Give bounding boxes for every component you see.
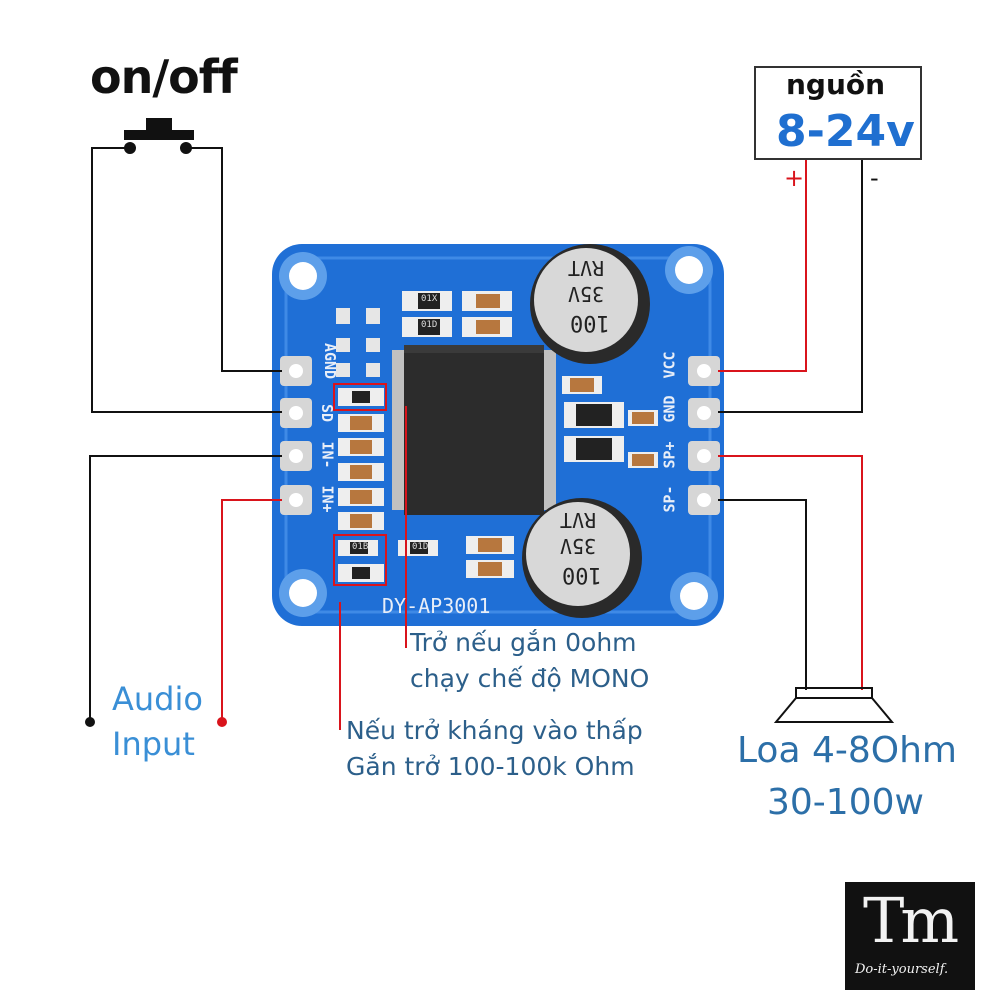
capacitor-bottom-voltage: 35V (560, 534, 597, 558)
mono-note-line2: chạy chế độ MONO (410, 664, 650, 693)
chip-mark: 01B (352, 542, 369, 552)
capacitor-bottom-brand: RVT (560, 508, 597, 532)
switch-label: on/off (90, 50, 238, 104)
capacitor-top-voltage: 35V (568, 282, 605, 306)
pin-label-gnd: GND (660, 395, 679, 423)
pin-label-sd: SD (318, 403, 337, 423)
pin-label-vcc: VCC (660, 351, 679, 379)
mono-resistor-highlight (333, 383, 387, 411)
mounting-hole (665, 246, 713, 294)
smd-top-parts (402, 291, 658, 578)
power-plus-label: + (784, 164, 805, 192)
mono-note-line1: Trở nếu gắn 0ohm (410, 628, 637, 657)
capacitor-top-value: 100 (570, 310, 610, 335)
amplifier-ic (392, 345, 556, 515)
audio-signal-terminal (217, 717, 227, 727)
speaker-label-line2: 30-100w (767, 782, 924, 823)
logo-tagline: Do-it-yourself. (855, 962, 949, 977)
capacitor-top-brand: RVT (568, 256, 605, 280)
mounting-hole (279, 569, 327, 617)
mounting-hole (670, 572, 718, 620)
chip-mark: 01X (421, 294, 438, 304)
black-wires (89, 147, 863, 720)
on-off-switch (124, 118, 194, 154)
power-title: nguồn (786, 68, 886, 101)
audio-input-label-line2: Input (112, 725, 195, 763)
impedance-note-line2: Gắn trở 100-100k Ohm (346, 752, 635, 781)
impedance-note-line1: Nếu trở kháng vào thấp (346, 716, 643, 745)
pin-label-in-plus: IN+ (318, 485, 337, 513)
smd-resistors (336, 308, 438, 582)
power-minus-label: - (870, 164, 879, 192)
pin-label-in-minus: IN- (318, 441, 337, 469)
audio-input-label-line1: Audio (112, 680, 203, 718)
audio-ground-terminal (85, 717, 95, 727)
capacitor-bottom (522, 498, 642, 618)
capacitor-bottom-value: 100 (562, 562, 602, 587)
chip-mark: 01D (412, 542, 429, 552)
brand-logo: Tm Do-it-yourself. (845, 882, 975, 990)
right-pads (688, 356, 720, 515)
speaker-icon (773, 687, 895, 723)
power-voltage: 8-24v (776, 106, 915, 157)
left-pads (280, 356, 312, 515)
mounting-hole (279, 252, 327, 300)
logo-mark: Tm (863, 884, 959, 957)
pin-label-sp-minus: SP- (660, 485, 679, 513)
red-wires (221, 160, 863, 730)
input-resistor-highlight (333, 534, 387, 586)
board-model-label: DY-AP3001 (382, 594, 491, 618)
capacitor-top (530, 244, 650, 364)
power-supply-box (754, 66, 922, 160)
pin-label-sp-plus: SP+ (660, 441, 679, 469)
pin-label-agnd: AGND (321, 342, 340, 380)
pcb-board (272, 244, 724, 626)
speaker-label-line1: Loa 4-8Ohm (737, 730, 957, 771)
chip-mark: 01D (421, 320, 438, 330)
